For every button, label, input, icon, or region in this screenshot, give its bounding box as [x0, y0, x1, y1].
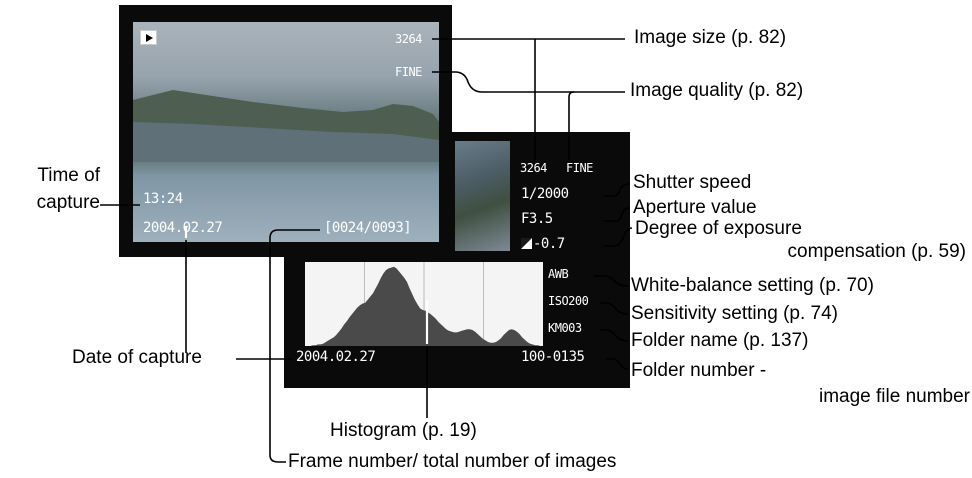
label-shutter-speed: Shutter speed: [633, 172, 752, 193]
exposure-comp-number: -0.7: [533, 236, 565, 252]
back-image-size: 3264: [520, 161, 547, 175]
playback-icon: [140, 30, 157, 45]
label-time-2: capture: [36, 192, 100, 213]
leader-front-image-quality: [432, 71, 625, 93]
aperture-value: F3.5: [521, 211, 553, 227]
label-aperture: Aperture value: [633, 197, 757, 218]
label-time-1: Time of: [37, 165, 100, 186]
histogram-graph: [305, 262, 543, 346]
leader-folder-name: [600, 329, 629, 342]
leader-exposure: [604, 227, 633, 247]
front-time-value: 13:24: [143, 191, 183, 207]
histogram-area: [305, 266, 543, 346]
white-balance-value: AWB: [548, 267, 569, 281]
exposure-compensation-icon: [521, 238, 532, 249]
leader-frame-counter: [269, 229, 320, 463]
leader-file-number: [606, 358, 629, 370]
label-folder-name: Folder name (p. 137): [631, 330, 809, 351]
label-histogram: Histogram (p. 19): [330, 420, 477, 441]
label-date: Date of capture: [72, 347, 202, 368]
front-image-size: 3264: [395, 32, 422, 46]
front-image-quality: FINE: [395, 65, 422, 79]
label-folder-number-2: image file number: [818, 386, 970, 407]
label-folder-number-1: Folder number -: [631, 360, 767, 381]
folder-name-value: KM003: [548, 321, 582, 335]
leader-shutter: [604, 183, 631, 197]
photo-image: [133, 22, 439, 242]
shutter-speed-value: 1/2000: [521, 186, 569, 202]
label-white-balance: White-balance setting (p. 70): [631, 275, 874, 296]
histogram-plot: [305, 262, 543, 346]
back-screen-thumbnail: [455, 141, 510, 251]
leader-aperture: [604, 207, 631, 222]
label-exposure-2: compensation (p. 59): [787, 241, 967, 262]
back-image-quality: FINE: [566, 161, 593, 175]
leader-back-image-quality: [568, 91, 575, 160]
label-sensitivity: Sensitivity setting (p. 74): [631, 303, 838, 324]
label-exposure-1: Degree of exposure: [635, 218, 802, 239]
label-frame-number: Frame number/ total number of images: [288, 451, 617, 472]
leader-white-balance: [594, 275, 629, 287]
exposure-comp-value: -0.7: [521, 236, 565, 252]
back-date-value: 2004.02.27: [296, 349, 376, 365]
front-date-value: 2004.02.27: [143, 220, 223, 236]
cliff-shape: [133, 90, 439, 162]
label-image-size: Image size (p. 82): [634, 27, 787, 48]
iso-value: ISO200: [548, 294, 589, 308]
frame-counter-value: [0024/0093]: [324, 220, 412, 236]
label-image-quality: Image quality (p. 82): [630, 80, 804, 101]
file-number-value: 100-0135: [521, 349, 585, 365]
leader-iso: [600, 302, 629, 315]
